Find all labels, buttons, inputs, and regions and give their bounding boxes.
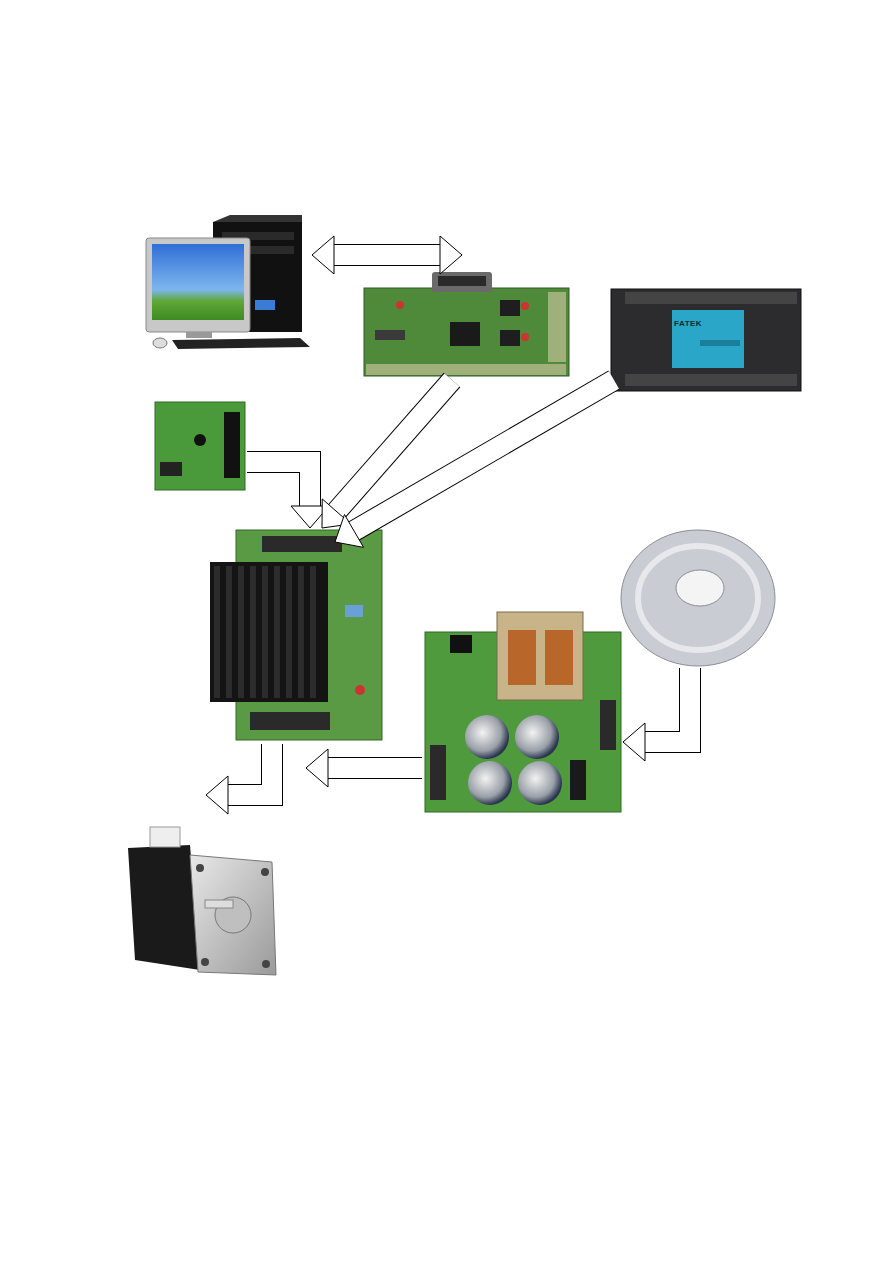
driver-board-node bbox=[208, 528, 384, 742]
brand-label: FATEK bbox=[674, 319, 702, 328]
arrow-body bbox=[227, 744, 272, 795]
stepper-motor-node bbox=[125, 824, 278, 977]
pc-illustration bbox=[146, 215, 310, 349]
arrow-body bbox=[644, 668, 690, 742]
arrow-head bbox=[623, 723, 645, 761]
arrow-outline bbox=[327, 757, 422, 779]
arrow-head bbox=[335, 515, 364, 548]
arrow-head bbox=[206, 776, 228, 814]
arrow-outline bbox=[247, 462, 310, 507]
plc-node: FATEK bbox=[610, 288, 802, 392]
small-board-node bbox=[154, 400, 246, 492]
arrow-body bbox=[333, 245, 441, 265]
power-supply-illustration bbox=[425, 612, 621, 812]
arrow-outline bbox=[644, 668, 690, 742]
arrow-outline bbox=[227, 744, 272, 795]
pc-node bbox=[145, 214, 311, 352]
block-arrow bbox=[306, 749, 422, 787]
arrow-body bbox=[353, 380, 614, 531]
toroid-node bbox=[620, 528, 778, 668]
arrow-head bbox=[312, 236, 334, 274]
arrow-outline bbox=[333, 244, 441, 266]
power-supply-node bbox=[424, 610, 622, 814]
small-board-illustration bbox=[155, 402, 245, 490]
block-arrow bbox=[335, 380, 614, 547]
arrow-outline bbox=[353, 380, 614, 531]
arrow-head bbox=[440, 236, 462, 274]
driver-board-illustration bbox=[210, 530, 382, 740]
arrow-body bbox=[247, 462, 310, 507]
arrow-head bbox=[306, 749, 328, 787]
stepper-motor-illustration bbox=[128, 827, 276, 975]
block-arrow bbox=[206, 744, 272, 814]
interface-board-node bbox=[362, 270, 570, 378]
block-arrow bbox=[247, 462, 329, 528]
plc-illustration bbox=[611, 289, 801, 391]
block-arrow bbox=[312, 236, 462, 274]
block-arrow bbox=[623, 668, 690, 761]
arrow-body bbox=[327, 758, 422, 778]
toroidal-transformer-illustration bbox=[621, 530, 775, 666]
interface-board-illustration bbox=[364, 272, 569, 376]
